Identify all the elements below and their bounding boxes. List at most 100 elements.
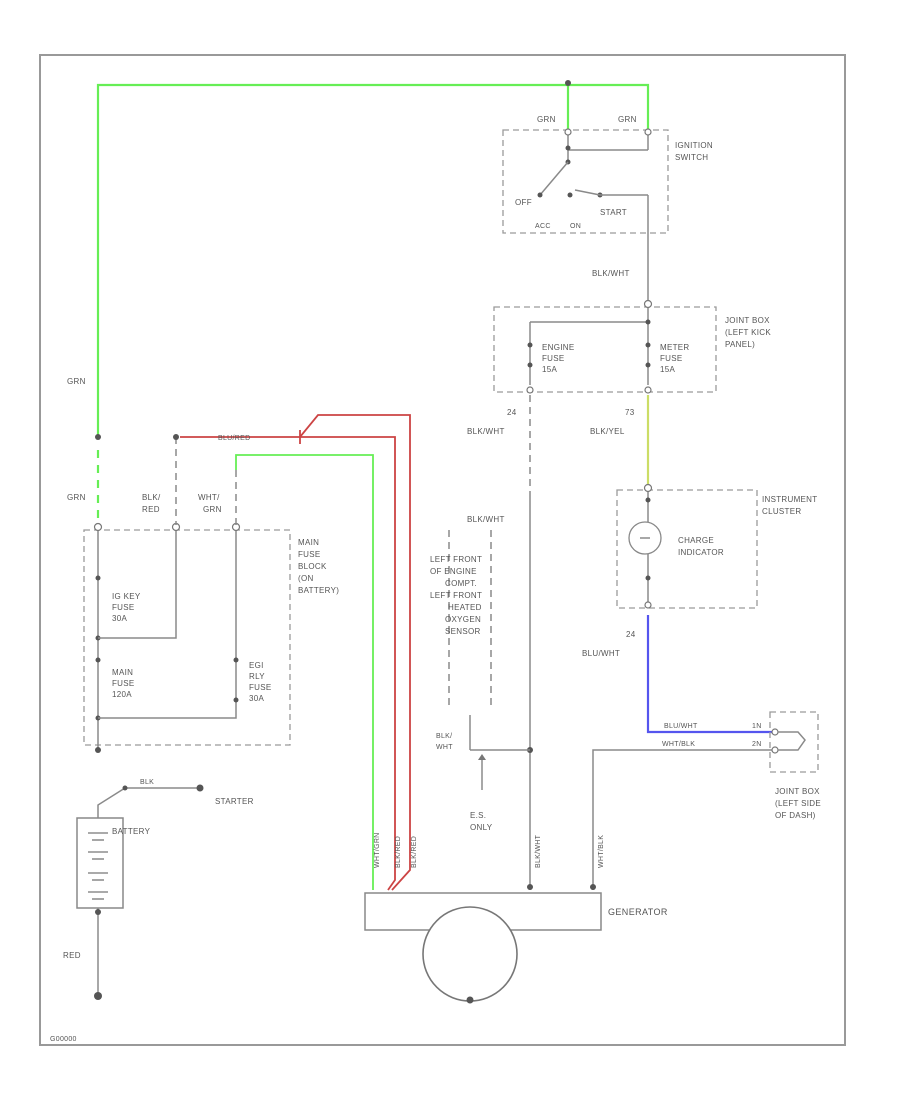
label-blk-red-2: RED [142, 505, 160, 514]
label-red: RED [63, 951, 81, 960]
label-engine-fuse-3: 15A [542, 365, 557, 374]
label-left-front-engine-4: LEFT FRONT [430, 591, 482, 600]
label-ignition-switch-1: IGNITION [675, 141, 713, 150]
label-charge-indicator-2: INDICATOR [678, 548, 724, 557]
main-fuse-block-wiring [93, 522, 241, 750]
joint-box-kick-panel [493, 306, 717, 393]
label-es-only-2: ONLY [470, 823, 493, 832]
label-vert-blk-wht: BLK/WHT [535, 834, 542, 868]
label-acc: ACC [535, 223, 551, 230]
label-wht-blk: WHT/BLK [662, 741, 695, 748]
green-wire-top-loop [96, 83, 650, 530]
label-battery: BATTERY [112, 827, 151, 836]
label-fuse-egi-3: FUSE [249, 683, 272, 692]
label-wht-grn-1: WHT/ [198, 493, 220, 502]
label-vert-wht-blk: WHT/BLK [598, 835, 605, 868]
generator-rotor [422, 906, 518, 1002]
joint-box-dash-wiring [771, 728, 806, 754]
label-pin-24b: 24 [626, 630, 636, 639]
footer-code: G00000 [50, 1036, 77, 1043]
label-meter-fuse-1: METER [660, 343, 690, 352]
label-instrument-cluster-1: INSTRUMENT [762, 495, 817, 504]
ignition-switch-contacts [537, 128, 652, 300]
label-blk-wht-es-2: WHT [436, 744, 453, 751]
label-blu-wht: BLU/WHT [582, 649, 620, 658]
label-grn-ign-right: GRN [618, 115, 637, 124]
green-wire-wht-grn [235, 454, 374, 890]
label-blu-wht-b: BLU/WHT [664, 723, 698, 730]
label-main-fuse-block-5: BATTERY) [298, 586, 339, 595]
label-joint-box-dash-3: OF DASH) [775, 811, 816, 820]
label-pin-2n: 2N [752, 741, 762, 748]
label-vert-blk-red-2: BLK/RED [411, 836, 418, 868]
label-grn-ign-left: GRN [537, 115, 556, 124]
battery-cells-icon [88, 832, 108, 900]
label-pin-1n: 1N [752, 723, 762, 730]
label-pin-73: 73 [625, 408, 635, 417]
label-main-fuse-block-1: MAIN [298, 538, 319, 547]
label-main-fuse-block-2: FUSE [298, 550, 321, 559]
label-es-only-1: E.S. [470, 811, 486, 820]
label-instrument-cluster-2: CLUSTER [762, 507, 801, 516]
label-generator: GENERATOR [608, 907, 668, 917]
label-blu-red: BLU/RED [218, 435, 250, 442]
label-blk-wht-2: BLK/WHT [467, 427, 505, 436]
label-wht-grn-2: GRN [203, 505, 222, 514]
instrument-cluster-wiring [628, 483, 662, 609]
label-blk: BLK [140, 779, 154, 786]
label-off: OFF [515, 198, 532, 207]
label-main-fuse-block-3: BLOCK [298, 562, 327, 571]
label-joint-box-kick-1: JOINT BOX [725, 316, 770, 325]
label-left-front-engine-6: OXYGEN [445, 615, 481, 624]
label-vert-wht-grn: WHT/GRN [374, 832, 381, 868]
label-left-front-engine-7: SENSOR [445, 627, 481, 636]
label-fuse-egi-1: EGI [249, 661, 264, 670]
label-starter: STARTER [215, 797, 254, 806]
label-blk-yel: BLK/YEL [590, 427, 625, 436]
diagram-frame [39, 54, 846, 1046]
label-pin-24: 24 [507, 408, 517, 417]
left-front-engine-region [448, 530, 492, 705]
fuse-block-bottom-dot [95, 747, 101, 753]
splice-dot-generator-center [527, 884, 533, 890]
blue-wire-charge-indicator [646, 615, 775, 734]
label-grn-left-lower: GRN [67, 493, 86, 502]
label-left-front-engine-2: OF ENGINE [430, 567, 477, 576]
joint-box-dash [769, 711, 819, 773]
label-fuse-ig-key-2: FUSE [112, 603, 135, 612]
label-left-front-engine-5: HEATED [448, 603, 482, 612]
splice-dot-generator-right [590, 884, 596, 890]
label-fuse-egi-4: 30A [249, 694, 264, 703]
label-joint-box-dash-1: JOINT BOX [775, 787, 820, 796]
label-vert-blk-red-1: BLK/RED [395, 836, 402, 868]
label-fuse-main-2: FUSE [112, 679, 135, 688]
label-start: START [600, 208, 627, 217]
label-fuse-ig-key-1: IG KEY [112, 592, 141, 601]
label-charge-indicator-1: CHARGE [678, 536, 714, 545]
label-on: ON [570, 223, 581, 230]
label-main-fuse-block-4: (ON [298, 574, 314, 583]
label-fuse-main-1: MAIN [112, 668, 133, 677]
label-blk-wht-es-1: BLK/ [436, 733, 452, 740]
instrument-cluster-box [616, 489, 758, 609]
label-engine-fuse-2: FUSE [542, 354, 565, 363]
label-left-front-engine-1: LEFT FRONT [430, 555, 482, 564]
battery-starter-wiring [94, 784, 204, 1000]
label-engine-fuse-1: ENGINE [542, 343, 574, 352]
splice-dot-blk-red [173, 434, 179, 440]
wht-blk-wire-to-generator [592, 749, 775, 890]
label-fuse-ig-key-3: 30A [112, 614, 127, 623]
label-meter-fuse-2: FUSE [660, 354, 683, 363]
main-fuse-block-box [83, 529, 291, 746]
generator-ground-dot [466, 996, 474, 1004]
label-joint-box-kick-2: (LEFT KICK [725, 328, 771, 337]
label-grn-left-top: GRN [67, 377, 86, 386]
ignition-switch-box [502, 129, 669, 234]
label-ignition-switch-2: SWITCH [675, 153, 708, 162]
label-blk-red-1: BLK/ [142, 493, 161, 502]
label-meter-fuse-3: 15A [660, 365, 675, 374]
label-blk-wht-1: BLK/WHT [592, 269, 630, 278]
label-fuse-egi-2: RLY [249, 672, 265, 681]
es-only-connector [469, 715, 530, 790]
